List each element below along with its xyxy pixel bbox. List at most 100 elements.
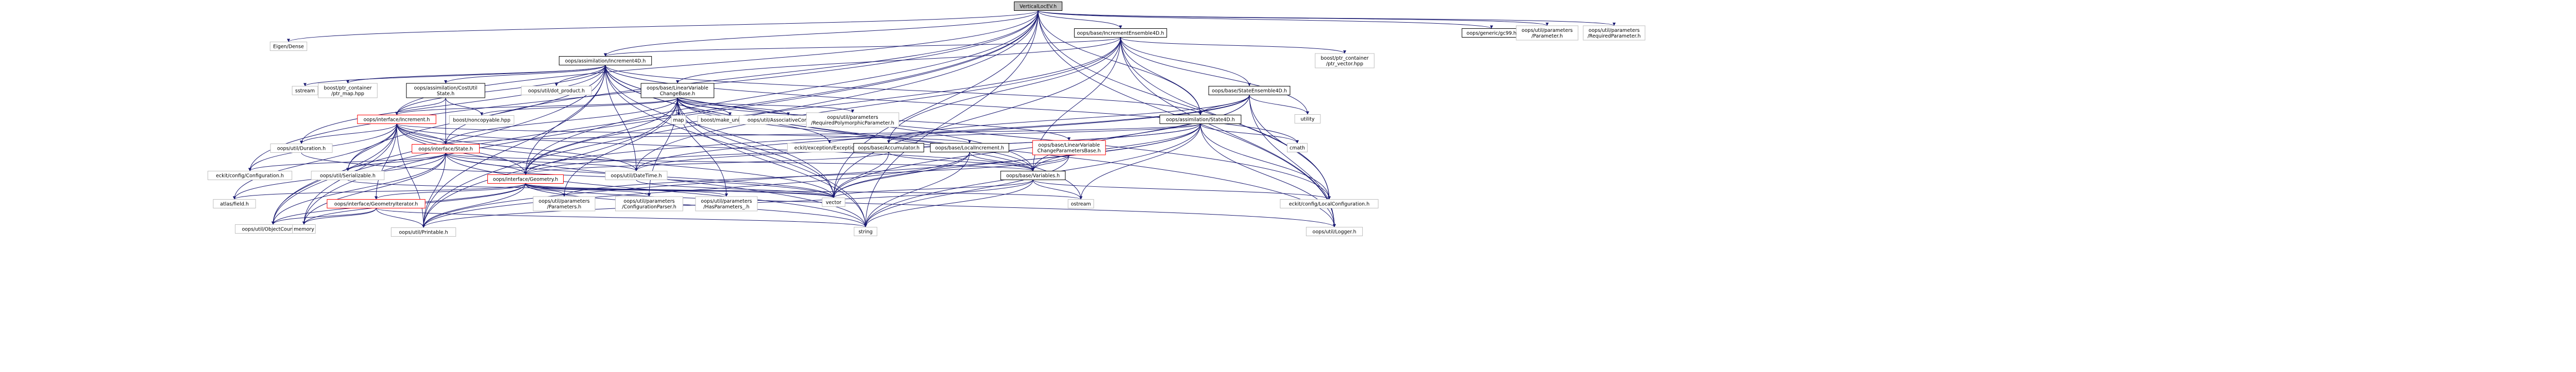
- node-inc4d[interactable]: oops/assimilation/Increment4D.h: [558, 56, 652, 65]
- edge-lvcb-to-igeom: [524, 97, 678, 175]
- node-label: oops/util/parameters: [701, 199, 752, 204]
- edge-iincrement-to-variables: [396, 123, 1035, 171]
- node-label: oops/util/parameters: [827, 115, 878, 120]
- node-box: [1014, 2, 1062, 11]
- node-box: [1074, 28, 1167, 38]
- node-label: /Parameters.h: [547, 204, 582, 210]
- edge-ie4d-to-lvcb: [676, 37, 1121, 84]
- node-box: [1306, 227, 1363, 236]
- node-label: boost/ptr_container: [324, 85, 372, 91]
- node-label: oops/interface/GeometryIterator.h: [334, 202, 418, 207]
- edge-istate-to-datetime: [445, 153, 638, 171]
- node-istate[interactable]: oops/interface/State.h: [412, 144, 480, 153]
- node-label: oops/util/parameters: [1588, 28, 1639, 33]
- edge-istate-to-objcounter: [272, 153, 446, 225]
- edge-root-to-igeom: [524, 10, 1039, 175]
- node-box: [558, 56, 652, 65]
- node-ostream: ostream: [1067, 199, 1094, 208]
- node-root[interactable]: VerticalLocEV.h: [1014, 2, 1062, 11]
- node-igeom[interactable]: oops/interface/Geometry.h: [487, 174, 564, 184]
- node-box: [1583, 25, 1646, 41]
- node-box: [1159, 115, 1242, 124]
- edge-inc4d-to-sstream: [303, 65, 606, 86]
- node-label: oops/util/Logger.h: [1313, 229, 1357, 235]
- node-localinc[interactable]: oops/base/LocalIncrement.h: [930, 143, 1009, 152]
- node-label: map: [673, 118, 684, 123]
- node-box: [822, 198, 845, 207]
- edge-costutil-to-noncopy: [445, 97, 483, 116]
- node-box: [1032, 140, 1106, 155]
- node-gcw[interactable]: oops/generic/gc99.h: [1462, 28, 1521, 38]
- node-label: oops/interface/State.h: [418, 147, 473, 152]
- edge-istate-to-variables: [445, 153, 1035, 171]
- node-noncopy: boost/noncopyable.hpp: [449, 115, 515, 125]
- node-map: map: [671, 115, 686, 125]
- node-igeomit[interactable]: oops/interface/GeometryIterator.h: [327, 199, 426, 208]
- edge-iincrement-to-atlas: [233, 123, 397, 200]
- node-label: State.h: [437, 91, 454, 97]
- node-state4d[interactable]: oops/assimilation/State4D.h: [1159, 115, 1242, 124]
- node-label: oops/util/ObjectCounter.h: [242, 227, 304, 233]
- nodes-layer: VerticalLocEV.hEigen/Denseoops/base/Incr…: [207, 2, 1646, 237]
- node-localcfg: eckit/config/LocalConfiguration.h: [1280, 199, 1379, 208]
- node-box: [1280, 199, 1379, 208]
- node-label: eckit/exception/Exceptions.h: [794, 146, 865, 151]
- node-label: boost/ptr_container: [1321, 56, 1369, 61]
- node-accum[interactable]: oops/base/Accumulator.h: [853, 143, 924, 152]
- edge-iincrement-to-datetime: [396, 123, 638, 171]
- node-label: vector: [826, 200, 841, 206]
- edge-igeomit-to-printable: [376, 208, 425, 228]
- edge-istate-to-serial: [346, 153, 446, 171]
- node-box: [1000, 171, 1066, 180]
- node-label: oops/assimilation/Increment4D.h: [565, 59, 646, 64]
- node-variables[interactable]: oops/base/Variables.h: [1000, 171, 1066, 180]
- edge-inc4d-to-iincrement: [395, 65, 606, 115]
- edge-ie4d-to-vector: [832, 37, 1121, 198]
- edge-lvcb-to-iincrement: [395, 97, 678, 115]
- edge-iincrement-to-localinc: [396, 123, 971, 144]
- edge-state4d-to-cmath: [1200, 123, 1299, 144]
- node-label: cmath: [1290, 146, 1305, 151]
- node-sstream: sstream: [292, 86, 318, 95]
- node-box: [1294, 114, 1321, 123]
- node-iincrement[interactable]: oops/interface/Increment.h: [357, 115, 436, 124]
- node-ie4d[interactable]: oops/base/IncrementEnsemble4D.h: [1074, 28, 1167, 38]
- edge-inc4d-to-state4d: [605, 65, 1202, 115]
- edge-ie4d-to-inc4d: [604, 37, 1121, 57]
- edge-se4d-to-datetime: [635, 95, 1250, 171]
- node-label: ChangeBase.h: [660, 91, 696, 97]
- node-label: oops/base/LocalIncrement.h: [935, 146, 1004, 151]
- edge-inc4d-to-vector: [605, 65, 835, 198]
- edge-accum-to-variables: [888, 152, 1035, 171]
- node-serial: oops/util/Serializable.h: [311, 171, 385, 180]
- edge-inc4d-to-dotprod: [555, 65, 606, 86]
- node-box: [605, 171, 668, 180]
- node-reqpoly: oops/util/parameters/RequiredPolymorphic…: [806, 112, 900, 128]
- edge-inc4d-to-string: [605, 65, 867, 227]
- edge-accum-to-vector: [832, 152, 889, 198]
- edge-iincrement-to-serial: [346, 123, 397, 171]
- node-box: [311, 171, 385, 180]
- node-upreqparam: oops/util/parameters/RequiredParameter.h: [1583, 25, 1646, 41]
- node-lvcpb[interactable]: oops/base/LinearVariableChangeParameters…: [1032, 140, 1106, 155]
- node-label: oops/base/StateEnsemble4D.h: [1212, 88, 1287, 94]
- edge-variables-to-ostream: [1032, 180, 1082, 200]
- node-logger: oops/util/Logger.h: [1306, 227, 1363, 236]
- node-econfig: eckit/config/Configuration.h: [207, 171, 293, 180]
- node-label: eckit/config/Configuration.h: [216, 173, 284, 179]
- edge-lvcb-to-istate: [444, 97, 678, 145]
- node-box: [533, 196, 596, 211]
- edge-igeomit-to-string: [376, 208, 867, 227]
- node-se4d[interactable]: oops/base/StateEnsemble4D.h: [1208, 86, 1291, 95]
- node-label: oops/util/DateTime.h: [611, 173, 662, 179]
- node-box: [487, 174, 564, 184]
- edge-root-to-ie4d: [1038, 10, 1122, 29]
- node-box: [1208, 86, 1291, 95]
- node-box: [806, 112, 900, 128]
- edge-ie4d-to-state4d: [1120, 37, 1202, 115]
- edge-lvcpb-to-variables: [1031, 154, 1070, 171]
- edge-istate-to-econfig: [248, 153, 446, 171]
